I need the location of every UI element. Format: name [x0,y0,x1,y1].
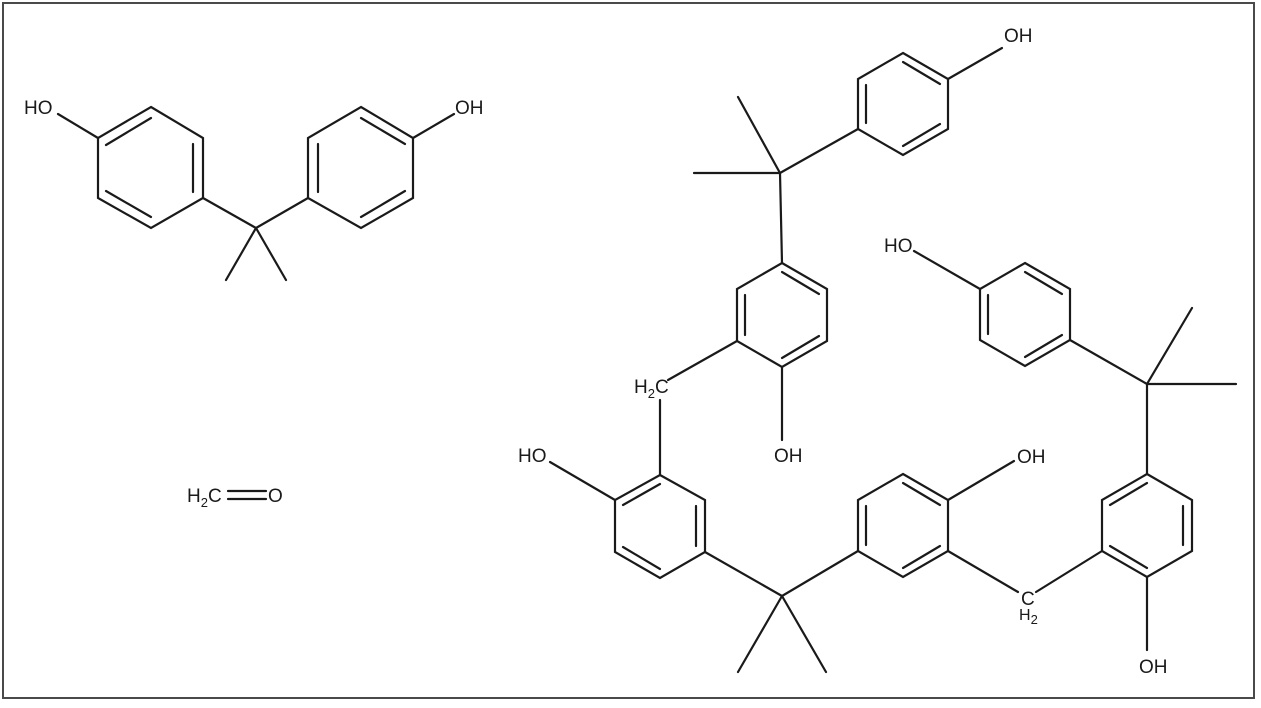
oxygen-label: O [268,486,283,507]
phenol-ring-3 [613,473,707,580]
hydroxyl-label: HO [24,98,53,119]
hydroxyl-label: HO [884,236,913,257]
hydroxyl-label: OH [1139,657,1168,678]
methylene-label: H2C [634,377,669,401]
formaldehyde-molecule: H2C O [187,486,283,510]
methylene-h2-label: H2 [1019,607,1038,627]
phenol-ring-top [856,51,950,157]
phenol-ring-6 [978,261,1072,368]
hydroxyl-label: OH [774,446,803,467]
h2c-label: H2C [187,486,222,510]
figure-border [2,2,1255,699]
hydroxyl-label: OH [1017,447,1046,468]
phenol-ring-5 [1100,472,1194,579]
phenol-ring-4 [856,472,950,579]
hydroxyl-label: HO [518,446,547,467]
methyl-bond [224,226,258,282]
hydroxyl-label: OH [455,98,484,119]
oligomer-molecule: OH OH H2C HO OH [518,26,1238,678]
phenol-ring-left [96,105,205,230]
bisphenol-a-molecule: HO OH [24,98,484,282]
phenol-ring-2 [735,261,829,369]
methyl-bond [254,226,288,282]
methylene-label: C [1021,589,1035,610]
phenol-ring-right [306,105,415,230]
hydroxyl-label: OH [1004,26,1033,47]
